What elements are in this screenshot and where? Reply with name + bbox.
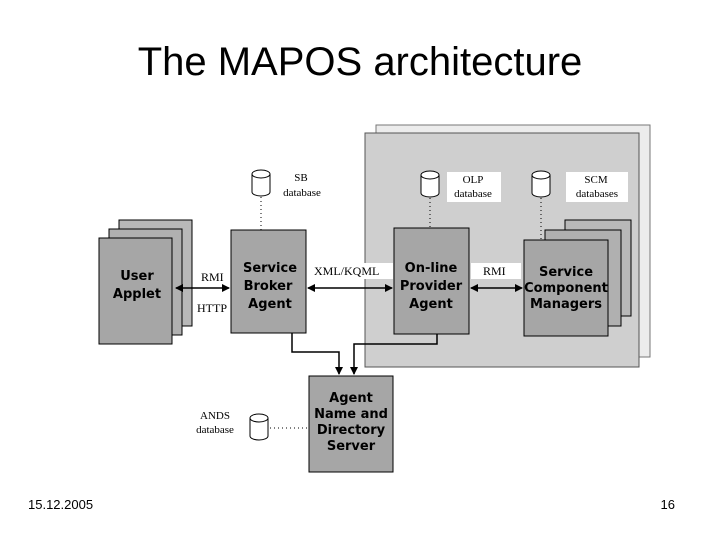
slide-page-number: 16 (660, 497, 675, 512)
connection-arrows (175, 284, 523, 375)
olp-label-background (447, 172, 501, 202)
ands-label-3: Directory (317, 423, 386, 438)
scm-label-1: Service (539, 265, 593, 280)
sb-database-label-1: SB (294, 172, 307, 184)
scm-database-icon (531, 170, 551, 198)
olp-database-label-2: database (454, 188, 492, 200)
database-dotted-links (260, 197, 542, 429)
provider-ands-arrow (350, 334, 438, 375)
opa-label-3: Agent (409, 297, 453, 312)
sba-label-3: Agent (248, 297, 292, 312)
rmi-right-label-background (471, 263, 521, 279)
http-label: HTTP (197, 301, 227, 315)
scm-label-2: Component (524, 281, 608, 296)
user-applet-label-2: Applet (113, 287, 161, 302)
ands-database-icon (249, 413, 269, 441)
olp-database-label-1: OLP (463, 174, 484, 186)
broker-ands-arrow (291, 333, 343, 375)
scm-database-label-1: SCM (584, 174, 607, 186)
ands-label-2: Name and (314, 407, 388, 422)
service-broker-agent-box: Service Broker Agent (230, 229, 307, 334)
rmi-left-label: RMI (201, 270, 224, 284)
ands-label-4: Server (327, 439, 376, 454)
ands-database-label-2: database (196, 424, 234, 436)
scm-label-3: Managers (530, 297, 602, 312)
olp-database-icon (420, 170, 440, 198)
opa-label-2: Provider (400, 279, 463, 294)
rmi-right-label: RMI (483, 264, 506, 278)
slide-title: The MAPOS architecture (137, 40, 583, 84)
sb-database-label-2: database (283, 187, 321, 199)
slide-date: 15.12.2005 (28, 497, 94, 512)
user-applet-box: User Applet (98, 219, 193, 345)
xml-label-background (309, 263, 393, 279)
scm-database-label-2: databases (576, 188, 618, 200)
xml-kqml-label: XML/KQML (314, 264, 379, 278)
opa-label-1: On-line (405, 261, 458, 276)
scm-label-background (566, 172, 628, 202)
online-provider-agent-box: On-line Provider Agent (393, 227, 470, 335)
ands-label-1: Agent (329, 391, 373, 406)
sba-label-2: Broker (244, 279, 293, 294)
service-component-managers-box: Service Component Managers (523, 219, 632, 337)
user-applet-label-1: User (120, 269, 154, 284)
sb-database-icon (251, 169, 271, 197)
ands-database-label-1: ANDS (200, 410, 230, 422)
sba-label-1: Service (243, 261, 297, 276)
agent-name-directory-server-box: Agent Name and Directory Server (308, 375, 394, 473)
